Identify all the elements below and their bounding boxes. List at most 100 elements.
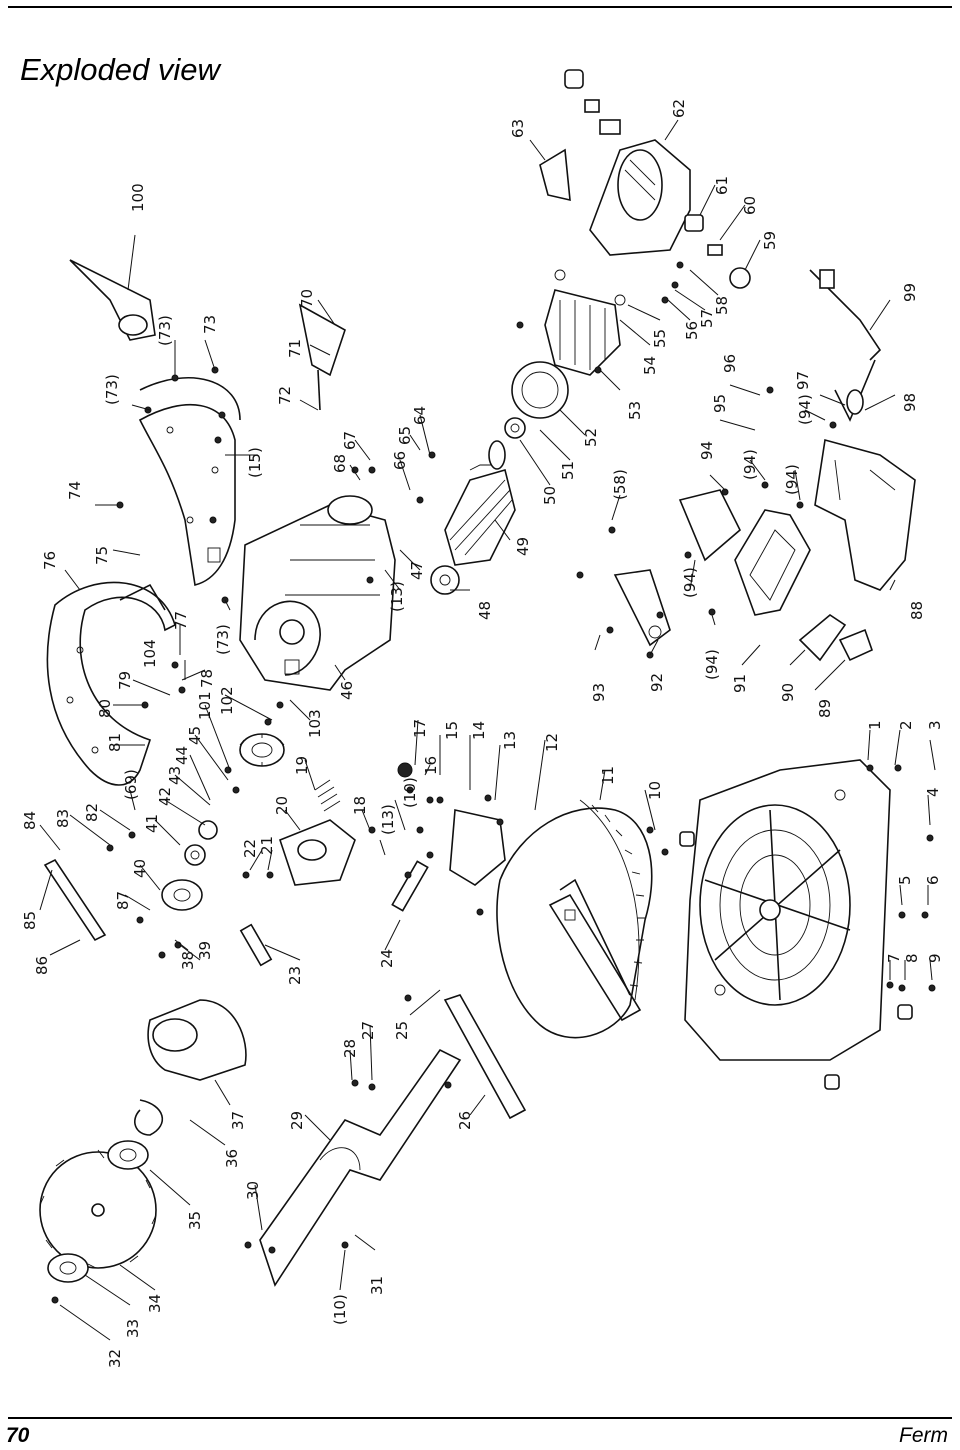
part-label: 34 [146,1294,164,1313]
part-label: (73) [214,624,232,655]
part-label: 44 [173,746,191,765]
handle [298,303,346,411]
part-label: 28 [341,1039,359,1058]
part-label: 59 [761,231,779,250]
part-label: 2 [897,720,915,730]
part-label: 7 [885,953,903,963]
part-label: 56 [683,321,701,340]
part-label: 54 [641,356,659,375]
part-label: 19 [293,756,311,775]
spring-18 [314,779,341,812]
part-label: 104 [141,639,159,668]
lower-blade-guard [138,377,241,586]
end-cap-63 [539,148,571,202]
part-label: 84 [21,811,39,830]
part-label: (69) [122,769,140,800]
guard-link-86 [43,858,107,942]
part-label: 82 [83,803,101,822]
part-label: 80 [96,699,114,718]
upper-blade-guard [46,581,176,786]
part-label: (73) [103,374,121,405]
part-label: 6 [924,875,942,885]
part-label: 51 [559,461,577,480]
part-label: 95 [711,394,729,413]
part-label: 57 [698,309,716,328]
part-label: 83 [54,809,72,828]
part-label: 90 [779,683,797,702]
tilt-bracket-13 [449,809,506,886]
page-number: 70 [6,1424,30,1447]
part-label: 27 [359,1021,377,1040]
gear-19 [239,733,285,767]
part-label: 89 [816,699,834,718]
part-label: 74 [66,481,84,500]
part-label: 30 [244,1181,262,1200]
part-label: 81 [106,733,124,752]
part-label: 26 [456,1111,474,1130]
part-label: 94 [698,441,716,460]
top-rule [8,6,952,8]
part-label: (13) [379,804,397,835]
part-label: 24 [378,949,396,968]
part-label: 10 [646,781,664,800]
part-label: 66 [391,451,409,470]
part-label: 33 [124,1319,142,1338]
stator [544,269,626,376]
part-label: 87 [114,891,132,910]
part-label: 68 [331,454,349,473]
part-label: 52 [582,428,600,447]
part-label: 88 [908,601,926,620]
lower-guard-37 [147,999,247,1081]
part-label: 46 [338,681,356,700]
leader-lines [39,119,936,1341]
part-label: 3 [926,720,944,730]
part-label: 29 [288,1111,306,1130]
part-label: 73 [201,315,219,334]
part-label: 98 [901,393,919,412]
part-label: 45 [186,726,204,745]
chip-deflector [69,259,156,341]
knob-17 [397,762,413,778]
part-label: 23 [286,966,304,985]
part-label: 53 [626,401,644,420]
part-label: (10) [331,1294,349,1325]
part-label: (94) [796,394,814,425]
pin-23 [239,923,273,967]
part-label: 47 [408,561,426,580]
rotary-table [496,799,653,1039]
part-label: 39 [196,941,214,960]
motor-cover [589,139,691,256]
spring-74-screws [51,261,936,1304]
part-label: 11 [599,766,617,785]
part-label: 86 [33,956,51,975]
part-label: 21 [258,836,276,855]
flange-40 [161,879,203,911]
part-label: 70 [298,289,316,308]
part-label: 9 [926,953,944,963]
part-label: (94) [703,649,721,680]
part-label: 8 [903,953,921,963]
part-label: 93 [590,683,608,702]
part-label: 36 [223,1149,241,1168]
armature [444,440,516,566]
part-label: 96 [721,354,739,373]
part-label: 14 [470,721,488,740]
bracket-94 [678,489,741,562]
part-label: 63 [509,119,527,138]
part-label: (94) [741,449,759,480]
part-label: 77 [172,611,190,630]
part-label: 67 [341,431,359,450]
part-label: 5 [896,875,914,885]
part-label: 38 [179,951,197,970]
part-label: 37 [229,1111,247,1130]
part-label: (94) [681,567,699,598]
part-label: 58 [713,296,731,315]
part-label: 43 [166,766,184,785]
washer-42 [198,820,218,840]
extension-rail-26 [443,994,527,1120]
part-label: 50 [541,486,559,505]
pivot-block-20 [279,819,356,886]
part-label: 102 [218,686,236,715]
part-label: 41 [143,814,161,833]
part-label: 12 [543,733,561,752]
